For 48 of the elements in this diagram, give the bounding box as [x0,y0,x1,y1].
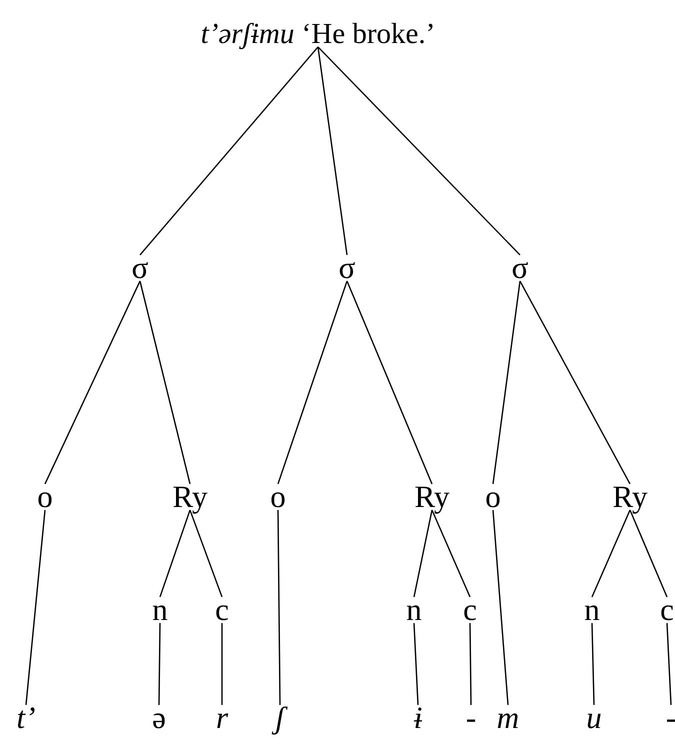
tree-branch [591,623,595,705]
segment-label: m [496,700,520,736]
subconstituent-label: c [463,592,477,628]
tree-branch [666,623,672,705]
tree-branch [318,46,520,256]
tree-branch [158,623,161,705]
tree-branch [139,280,191,484]
tree-branch [492,510,509,705]
subconstituent-label: n [406,592,422,628]
tree-branch [189,510,223,598]
tree-branch [140,46,318,256]
tree-branch [413,623,419,705]
tree-branch [492,280,521,484]
tree-branch [44,280,141,484]
constituent-label: o [270,480,286,514]
tree-root-label: t’ərʃɨmu ‘He broke.’ [200,19,436,51]
tree-branch [25,510,46,706]
tree-branch [413,510,433,598]
subconstituent-label: c [660,592,674,628]
constituent-label: o [37,480,53,514]
segment-label: ə [152,700,166,736]
tree-branch [469,623,472,705]
segment-label: - [466,700,476,736]
segment-label: u [586,700,602,736]
tree-branch [277,280,348,484]
syllable-label: σ [132,250,148,286]
segment-label: - [666,700,675,736]
subconstituent-label: c [215,592,229,628]
tree-branch [277,510,281,705]
syllable-label: σ [338,250,356,286]
subconstituent-label: n [584,592,600,628]
segment-label: ɨ [414,700,422,736]
segment-label: r [216,700,228,736]
subconstituent-label: n [152,592,168,628]
constituent-label: Ry [414,480,450,514]
syllable-label: σ [512,250,528,286]
tree-branch [159,510,191,598]
constituent-label: o [485,480,501,514]
tree-branch [591,510,631,598]
tree-branch [346,280,433,484]
tree-branch [431,510,471,598]
constituent-label: Ry [172,480,208,514]
tree-branch [317,46,348,256]
tree-branch [629,510,668,598]
constituent-label: Ry [612,480,648,514]
segment-label: t’ [16,700,36,736]
tree-branch [519,280,631,484]
tree-branch [221,623,223,705]
